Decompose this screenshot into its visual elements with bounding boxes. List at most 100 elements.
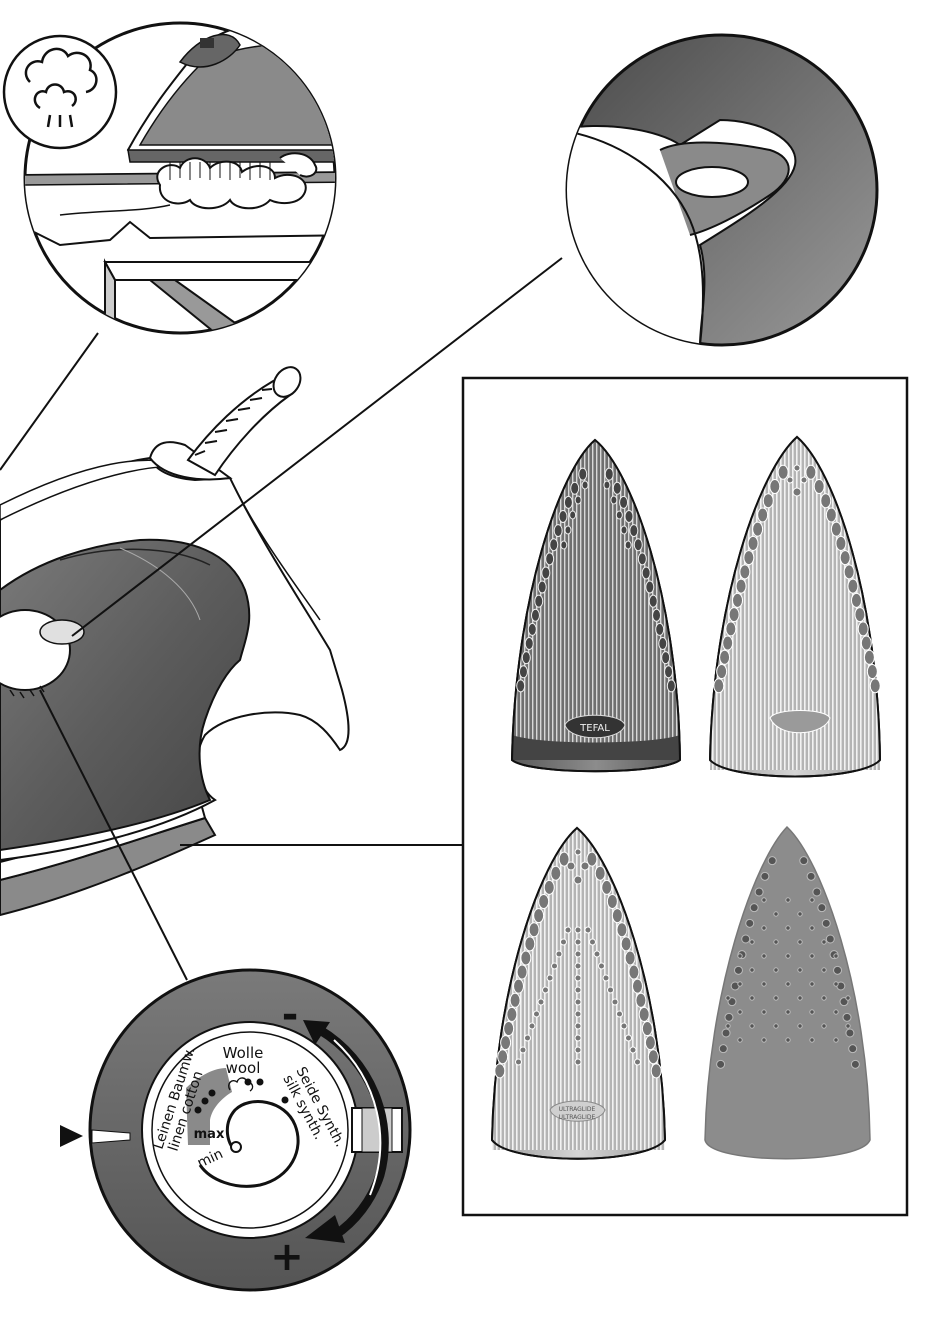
soleplate-hole (559, 510, 567, 522)
soleplate-hole (625, 951, 635, 965)
soleplate-hole (667, 680, 675, 692)
soleplate-hole (810, 1038, 814, 1042)
soleplate-hole (768, 857, 776, 865)
soleplate-hole (793, 488, 801, 496)
soleplate-hole (575, 951, 581, 957)
soleplate-hole (821, 494, 831, 508)
soleplate-hole (656, 623, 664, 635)
soleplate-hole (638, 553, 646, 565)
soleplate-hole (625, 541, 631, 549)
soleplate-hole (717, 665, 727, 679)
soleplates-panel: TEFAL ULTRAGLIDE ULTRAGLIDE (463, 378, 907, 1215)
soleplate-hole (632, 979, 642, 993)
soleplate-hole (786, 926, 790, 930)
soleplate-hole (575, 975, 581, 981)
soleplate-hole (810, 898, 814, 902)
soleplate-hole (602, 880, 612, 894)
soleplate-hole (617, 1011, 623, 1017)
iron-body (0, 362, 349, 915)
soleplate-hole (504, 1022, 514, 1036)
soleplate-hole (516, 1059, 522, 1065)
soleplate-hole (858, 622, 868, 636)
soleplate-hole (774, 1024, 778, 1028)
soleplate-hole (575, 1023, 581, 1029)
soleplate-hole (575, 1035, 581, 1041)
soleplate-hole (613, 482, 621, 494)
soleplate-hole (629, 965, 639, 979)
soleplate-hole (630, 525, 638, 537)
soleplate-hole (575, 496, 581, 504)
soleplate-hole (582, 481, 588, 489)
soleplate-hole (798, 968, 802, 972)
soleplate-hole (758, 508, 768, 522)
soleplate-hole (834, 966, 842, 974)
soleplate-hole (870, 679, 880, 693)
soleplate-hole (786, 982, 790, 986)
soleplate-hole (525, 937, 535, 951)
soleplate-hole (822, 1024, 826, 1028)
soleplate-hole (575, 963, 581, 969)
soleplate-hole (867, 665, 877, 679)
soleplate-hole (818, 904, 826, 912)
soleplate-hole (849, 1045, 857, 1053)
soleplate-hole (642, 1022, 652, 1036)
soleplate-hole (662, 652, 670, 664)
soleplate-hole (733, 593, 743, 607)
soleplate-hole (498, 1050, 508, 1064)
soleplate-hole (836, 536, 846, 550)
soleplate-hole (787, 477, 793, 483)
soleplate-hole (575, 999, 581, 1005)
soleplate-hole (714, 679, 724, 693)
soleplate-hole (534, 909, 544, 923)
soleplate-hole (535, 595, 543, 607)
dial-label-max: max (194, 1127, 225, 1142)
soleplate-hole (738, 954, 742, 958)
soleplate-hole (834, 1038, 838, 1042)
soleplate-hole (621, 526, 627, 534)
soleplate-hole (579, 468, 587, 480)
soleplate-hole (810, 926, 814, 930)
soleplate-hole (798, 1024, 802, 1028)
soleplate-hole (571, 482, 579, 494)
soleplate-hole (750, 940, 754, 944)
soleplate-hole (514, 979, 524, 993)
soleplate-hole (645, 1036, 655, 1050)
soleplate-hole (851, 593, 861, 607)
soleplate-hole (864, 650, 874, 664)
soleplate-hole (543, 987, 549, 993)
soleplate-hole (813, 888, 821, 896)
soleplate-hole (611, 496, 617, 504)
soleplate-hole (538, 999, 544, 1005)
soleplate-hole (763, 494, 773, 508)
soleplate-hole (814, 479, 824, 493)
soleplate-hole (810, 1010, 814, 1014)
soleplate-hole (851, 1060, 859, 1068)
soleplate-hole (581, 862, 589, 870)
soleplate-hole (761, 872, 769, 880)
soleplate-hole (547, 975, 553, 981)
soleplate-hole (550, 539, 558, 551)
soleplate-hole (616, 511, 622, 519)
soleplate-hole (734, 966, 742, 974)
soleplate-hole (740, 565, 750, 579)
soleplate-hole (750, 968, 754, 972)
soleplate-hole (826, 508, 836, 522)
soleplate-hole (753, 522, 763, 536)
soleplate-hole (822, 996, 826, 1000)
soleplate-hole (748, 536, 758, 550)
soleplate-hole (604, 481, 610, 489)
soleplate-hole (651, 1064, 661, 1078)
soleplate-hole (564, 496, 572, 508)
spray-button-grip (188, 362, 306, 475)
steam-vent-detail-circle (560, 35, 877, 345)
soleplate-hole (746, 919, 754, 927)
soleplate-hole (529, 1023, 535, 1029)
soleplate-hole (621, 937, 631, 951)
soleplate-hole (726, 996, 730, 1000)
soleplate-hole (770, 479, 780, 493)
soleplate-hole (520, 1047, 526, 1053)
soleplate-hole (521, 951, 531, 965)
dial-label-minus: - (282, 992, 299, 1038)
soleplate-hole (605, 468, 613, 480)
soleplate-hole (551, 866, 561, 880)
